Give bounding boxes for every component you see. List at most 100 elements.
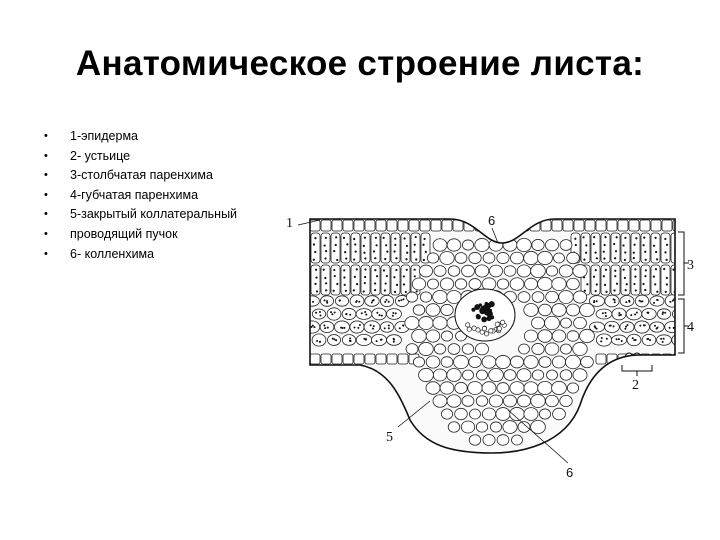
chloroplast: [395, 268, 398, 272]
spongy-cell: [379, 321, 395, 333]
chloroplast: [319, 340, 322, 343]
midrib-cell: [524, 277, 538, 291]
chloroplast: [630, 314, 633, 317]
midrib-cell: [476, 369, 488, 381]
midrib-cell: [523, 329, 539, 343]
midrib-cell: [475, 421, 489, 433]
epidermis-cell: [342, 219, 354, 232]
midrib-cell: [488, 394, 504, 408]
legend-item: •1-эпидерма: [44, 127, 237, 147]
chloroplast: [384, 282, 387, 285]
chloroplast: [600, 340, 603, 343]
chloroplast: [655, 250, 658, 254]
chloroplast: [384, 300, 387, 303]
midrib-cell: [531, 316, 545, 330]
chloroplast: [603, 243, 606, 247]
chloroplast: [586, 283, 589, 286]
phloem-cell: [465, 322, 471, 328]
spongy-cell: [625, 307, 643, 321]
palisade-cell: [600, 264, 611, 296]
midrib-cell: [573, 316, 587, 330]
epidermis-cell: [353, 353, 365, 365]
epidermis-cell: [310, 353, 321, 365]
chloroplast: [392, 340, 395, 343]
label-epidermis: 1: [286, 216, 293, 231]
midrib-cell: [496, 382, 510, 394]
midrib-cell: [496, 252, 510, 264]
epidermis-cell: [320, 219, 332, 232]
chloroplast: [662, 337, 665, 340]
label-palisade: 3: [687, 258, 694, 273]
legend-item: •3-столбчатая паренхима: [44, 166, 237, 186]
chloroplast: [677, 341, 679, 343]
label-stoma: 2: [632, 378, 639, 393]
spongy-cell: [641, 308, 657, 320]
midrib-cell: [566, 330, 580, 342]
chloroplast: [333, 250, 336, 253]
chloroplast: [333, 274, 336, 278]
chloroplast: [394, 237, 397, 240]
chloroplast: [363, 236, 367, 239]
tissue-cells: [310, 219, 679, 446]
spongy-cell: [341, 334, 357, 346]
chloroplast: [662, 311, 665, 314]
chloroplast: [357, 326, 360, 329]
midrib-cell: [432, 238, 448, 252]
spongy-cell: [649, 295, 665, 307]
chloroplast: [331, 313, 334, 316]
chloroplast: [405, 268, 408, 271]
midrib-cell: [553, 252, 565, 264]
stoma-bracket: [621, 365, 653, 376]
chloroplast: [314, 282, 317, 285]
chloroplast: [631, 337, 634, 340]
midrib-cell: [481, 407, 497, 421]
legend-text: проводящий пучок: [70, 226, 178, 241]
chloroplast: [341, 327, 344, 330]
palisade-cell: [400, 264, 411, 296]
midrib-cell: [503, 369, 517, 381]
midrib-cell: [503, 265, 517, 277]
chloroplast: [312, 258, 315, 261]
spongy-cell: [671, 333, 675, 347]
midrib-cell: [559, 369, 573, 381]
chloroplast: [617, 338, 620, 341]
midrib-cell: [551, 355, 567, 369]
bullet-icon: •: [44, 149, 48, 162]
chloroplast: [336, 282, 339, 286]
chloroplast: [665, 283, 668, 286]
palisade-cell: [370, 264, 381, 296]
spongy-cell: [619, 295, 635, 307]
chloroplast: [316, 340, 319, 343]
chloroplast: [614, 257, 617, 260]
midrib-cell: [432, 289, 448, 305]
chloroplast: [344, 251, 347, 254]
midrib-cell: [516, 368, 532, 382]
chloroplast: [594, 289, 597, 293]
palisade-cell: [590, 232, 601, 264]
phloem-cell: [466, 326, 472, 332]
chloroplast: [362, 244, 365, 247]
chloroplast: [624, 236, 627, 239]
chloroplast: [613, 298, 616, 301]
midrib-cell: [461, 343, 475, 355]
chloroplast: [398, 299, 401, 302]
chloroplast: [355, 300, 358, 303]
chloroplast: [639, 324, 642, 327]
midrib-cell: [447, 421, 461, 433]
midrib-cell: [475, 342, 489, 356]
chloroplast: [615, 338, 618, 341]
midrib-cell: [558, 290, 574, 304]
chloroplast: [395, 257, 398, 260]
spongy-cell: [604, 320, 620, 334]
palisade-cell: [340, 232, 351, 264]
chloroplast: [374, 282, 377, 285]
palisade-cell: [620, 264, 631, 296]
phloem-cell: [500, 319, 506, 325]
chloroplast: [363, 281, 366, 285]
midrib-cell: [418, 316, 434, 330]
midrib-cell: [552, 407, 566, 421]
palisade-cell: [610, 264, 621, 296]
bullet-icon: •: [44, 227, 48, 240]
midrib-cell: [453, 354, 469, 370]
chloroplast: [415, 258, 418, 261]
